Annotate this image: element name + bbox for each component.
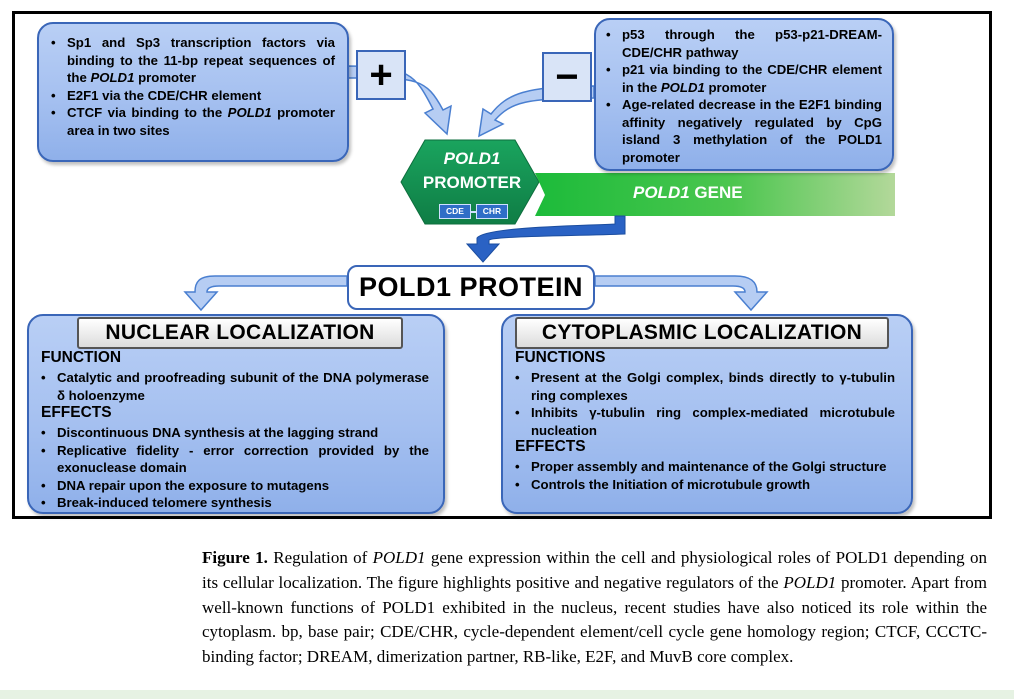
nuclear-function-heading: FUNCTION [41, 349, 122, 366]
list-item: •Catalytic and proofreading subunit of t… [41, 370, 429, 403]
negative-regulators-box: •p53 through the p53-p21-DREAM-CDE/CHR p… [594, 18, 894, 171]
promoter-hexagon [400, 139, 540, 225]
minus-icon: − [555, 55, 579, 99]
figure-caption: Figure 1. Regulation of POLD1 gene expre… [202, 548, 987, 667]
gene-label: POLD1 GENE [633, 183, 743, 202]
plus-icon: + [369, 53, 393, 97]
promoter-gene-name: POLD1 [443, 149, 501, 168]
list-item: •Break-induced telomere synthesis [41, 495, 272, 510]
gene-to-protein-arrow [465, 215, 626, 263]
nuclear-effects-list: •Discontinuous DNA synthesis at the lagg… [35, 424, 429, 512]
list-item: •E2F1 via the CDE/CHR element [51, 87, 262, 103]
cde-chr-link [471, 211, 476, 213]
plus-sign-box: + [356, 50, 406, 100]
cytoplasmic-functions-list: •Present at the Golgi complex, binds dir… [509, 369, 895, 439]
list-item: •Replicative fidelity - error correction… [41, 442, 429, 476]
list-item: •DNA repair upon the exposure to mutagen… [41, 477, 330, 493]
positive-regulators-box: •Sp1 and Sp3 transcription factors via b… [37, 22, 349, 162]
list-item: •Controls the Initiation of microtubule … [515, 476, 811, 492]
promoter-label: PROMOTER [422, 173, 522, 192]
positive-regulators-list: •Sp1 and Sp3 transcription factors via b… [45, 34, 335, 139]
list-item: •Sp1 and Sp3 transcription factors via b… [51, 35, 335, 85]
list-item: •Inhibits γ-tubulin ring complex-mediate… [515, 405, 895, 438]
list-item: •CTCF via binding to the POLD1 promoter … [51, 105, 335, 138]
cytoplasmic-title: CYTOPLASMIC LOCALIZATION [515, 317, 889, 349]
protein-to-cytoplasmic-arrow [594, 275, 769, 312]
list-item: •Age-related decrease in the E2F1 bindin… [606, 97, 882, 165]
cytoplasmic-effects-heading: EFFECTS [515, 438, 586, 455]
figure-panel: •Sp1 and Sp3 transcription factors via b… [12, 11, 992, 519]
list-item: •p21 via binding to the CDE/CHR element … [606, 62, 882, 95]
list-item: •Discontinuous DNA synthesis at the lagg… [41, 425, 379, 440]
list-item: •Proper assembly and maintenance of the … [515, 459, 887, 474]
nuclear-title: NUCLEAR LOCALIZATION [77, 317, 403, 349]
cytoplasmic-effects-list: •Proper assembly and maintenance of the … [509, 458, 895, 493]
promoter: POLD1 PROMOTER CDE CHR [403, 140, 541, 226]
list-item: •Present at the Golgi complex, binds dir… [515, 370, 895, 403]
protein-box: POLD1 PROTEIN [347, 265, 595, 310]
chr-element: CHR [476, 204, 508, 219]
gene-bar [535, 173, 895, 216]
page-bottom-strip [0, 690, 1014, 699]
nuclear-effects-heading: EFFECTS [41, 404, 112, 421]
list-item: •p53 through the p53-p21-DREAM-CDE/CHR p… [606, 27, 882, 60]
nuclear-functions-list: •Catalytic and proofreading subunit of t… [35, 369, 429, 404]
cytoplasmic-functions-heading: FUNCTIONS [515, 349, 606, 366]
negative-regulators-list: •p53 through the p53-p21-DREAM-CDE/CHR p… [600, 26, 882, 166]
cde-element: CDE [439, 204, 471, 219]
minus-sign-box: − [542, 52, 592, 102]
protein-to-nuclear-arrow [183, 275, 348, 312]
arrows-layer [183, 65, 895, 312]
